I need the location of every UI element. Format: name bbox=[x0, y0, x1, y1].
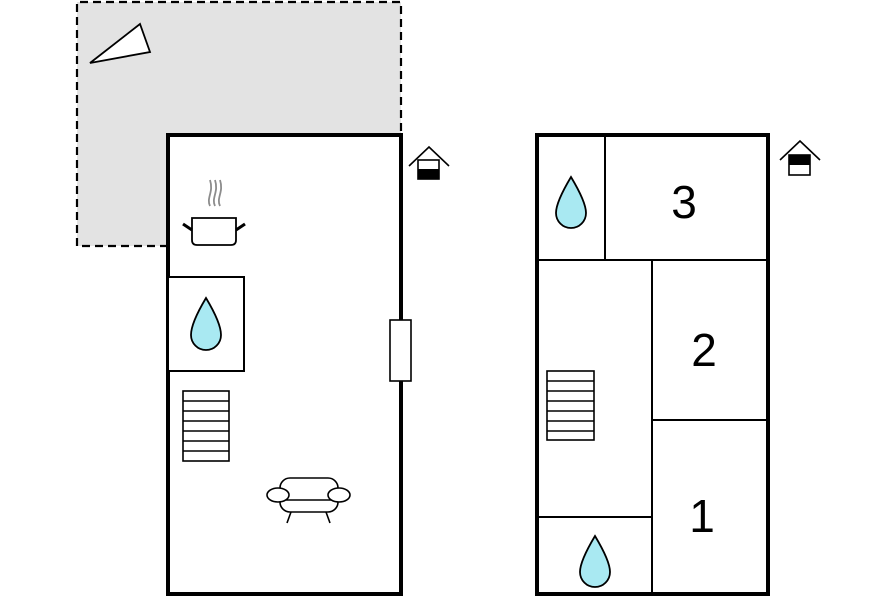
water-drop-icon bbox=[555, 175, 587, 229]
floor-indicator-upper-icon bbox=[779, 139, 821, 176]
floor-indicator-lower-icon bbox=[408, 145, 450, 180]
room-label-1: 1 bbox=[689, 490, 715, 542]
ground-floor bbox=[75, 0, 450, 596]
water-drop-icon bbox=[579, 534, 611, 588]
stairs-icon bbox=[182, 390, 230, 462]
bathroom-room bbox=[167, 276, 245, 372]
terrace-compass-icon bbox=[89, 22, 152, 64]
water-drop-icon bbox=[190, 296, 222, 351]
room-label-2: 2 bbox=[691, 324, 717, 376]
door-icon bbox=[389, 319, 412, 382]
room-label-3: 3 bbox=[671, 176, 697, 228]
stairs-icon bbox=[546, 370, 595, 441]
upper-floor: 3 2 1 bbox=[535, 133, 821, 596]
cooking-pot-icon bbox=[182, 179, 246, 246]
sofa-icon bbox=[266, 477, 351, 524]
